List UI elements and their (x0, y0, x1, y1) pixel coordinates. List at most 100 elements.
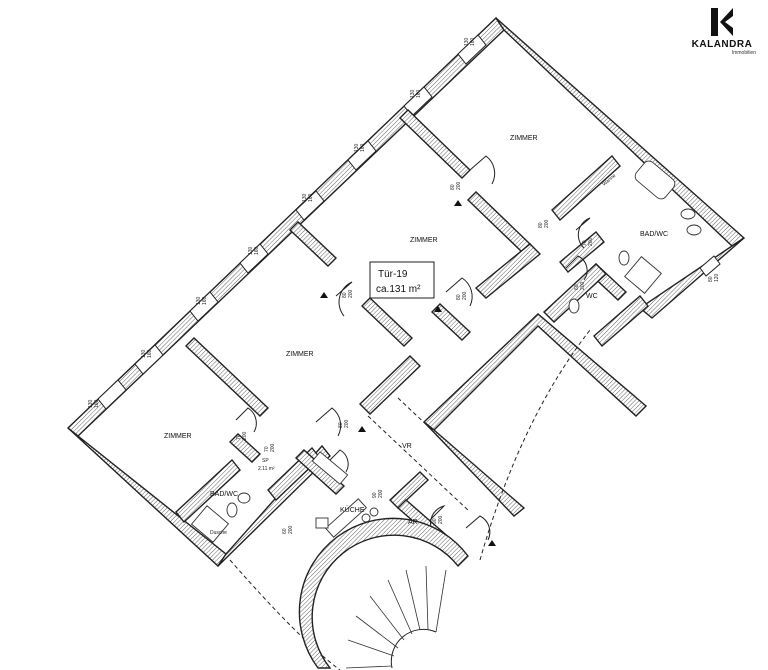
window-height-label: 160 (202, 296, 208, 305)
wall-partition (175, 458, 241, 524)
wall-partition (551, 154, 621, 222)
door-width-label: 70 (264, 446, 270, 452)
wall-partition (542, 263, 608, 323)
window-height-label: 160 (254, 246, 260, 255)
window-width-label: 130 (464, 37, 470, 46)
room-label-sp: SP (262, 458, 269, 464)
direction-marker (454, 200, 462, 206)
door-width-label: 80 (338, 422, 344, 428)
logo-subtitle: Immobilien (731, 50, 756, 56)
window-height-label: 160 (470, 37, 476, 46)
window (699, 255, 721, 277)
unit-door-number: Tür-19 (378, 269, 408, 280)
room-label-zimmer-left: ZIMMER (164, 433, 192, 440)
unit-area: ca.131 m² (376, 284, 421, 295)
unit-stamp-frame (369, 261, 435, 299)
wall-partition (399, 109, 471, 179)
window (347, 140, 377, 171)
room-label-ar: AR (408, 519, 418, 526)
room-label-zimmer-top: ZIMMER (510, 135, 538, 142)
door-swing (235, 407, 257, 433)
window-width-label: 130 (248, 246, 254, 255)
door-height-label: 200 (270, 443, 276, 452)
door-width-label: 90 (372, 492, 378, 498)
wall-partition (467, 191, 531, 253)
door-height-label: 200 (344, 419, 350, 428)
room-label-vr: VR (402, 443, 412, 450)
door-swing (315, 407, 342, 437)
door-height-label: 200 (462, 291, 468, 300)
shower-tray (624, 256, 662, 294)
hallway-boundary (397, 397, 433, 431)
wall-partition (474, 243, 542, 299)
window (189, 291, 219, 322)
window-width-label: 130 (141, 349, 147, 358)
washbasin (680, 208, 696, 220)
door-height-label: 200 (588, 237, 594, 246)
window-height-label: 160 (360, 143, 366, 152)
window (97, 379, 127, 410)
room-label-zimmer-large: ZIMMER (286, 351, 314, 358)
door-height-label: 200 (544, 219, 550, 228)
door-swing (565, 255, 588, 281)
wall-front-facade (66, 16, 505, 437)
spiral-staircase (298, 517, 469, 669)
wall-partition (559, 231, 605, 273)
bathtub (634, 160, 676, 200)
wall-partition (228, 433, 262, 463)
toilet (618, 250, 630, 266)
wall-partition (294, 449, 346, 495)
direction-marker (358, 426, 366, 432)
window-width-label: 80 (708, 276, 714, 282)
door-swings (235, 155, 591, 541)
door-width-label: 80 (456, 294, 462, 300)
wall-partition (430, 303, 472, 341)
window-height-label: 160 (416, 89, 422, 98)
direction-marker (488, 540, 496, 546)
door-width-label: 80 (538, 222, 544, 228)
stove-burner (361, 513, 371, 523)
door-height-label: 200 (348, 289, 354, 298)
door-height-label: 200 (580, 281, 586, 290)
room-label-wc: WC (586, 293, 598, 300)
wall-partition (358, 355, 422, 415)
room-label-kueche: KÜCHE (340, 506, 365, 514)
direction-marker (320, 292, 328, 298)
door-height-label: 200 (438, 515, 444, 524)
door-width-label: 70 (236, 434, 242, 440)
wall-partition (593, 294, 649, 348)
logo-brand-name: KALANDRA (691, 39, 753, 50)
fixture-label-shower: Dusche (210, 530, 227, 536)
staircase-steps (345, 565, 447, 669)
window-height-label: 160 (94, 399, 100, 408)
wall-partition (360, 297, 414, 347)
washbasin (237, 492, 251, 504)
interior-walls (175, 109, 649, 549)
door-swing (469, 155, 496, 185)
door-width-label: 90 (432, 518, 438, 524)
room-labels: ZIMMER ZIMMER ZIMMER ZIMMER BAD/WC WC VR… (164, 135, 668, 526)
company-logo: KALANDRA Immobilien (682, 6, 762, 66)
window-height-label: 120 (714, 273, 720, 282)
door-height-label: 200 (288, 525, 294, 534)
window-height-label: 160 (147, 349, 153, 358)
door-swing (327, 449, 349, 473)
direction-marker (434, 306, 442, 312)
kalandra-logo-mark (711, 8, 733, 36)
window-width-label: 130 (196, 296, 202, 305)
door-width-label: 60 (574, 284, 580, 290)
kitchen-counter (325, 498, 367, 538)
staircase-edge (479, 329, 591, 561)
window-width-label: 130 (354, 143, 360, 152)
shower-tray (190, 505, 230, 543)
room-label-bad-wc-left: BAD/WC (210, 491, 238, 498)
wall-partition (388, 471, 430, 509)
staircase-inner-ring (390, 628, 437, 669)
door-height-label: 200 (456, 181, 462, 190)
direction-markers (320, 200, 496, 546)
door-width-label: 60 (282, 528, 288, 534)
door-height-label: 200 (378, 489, 384, 498)
